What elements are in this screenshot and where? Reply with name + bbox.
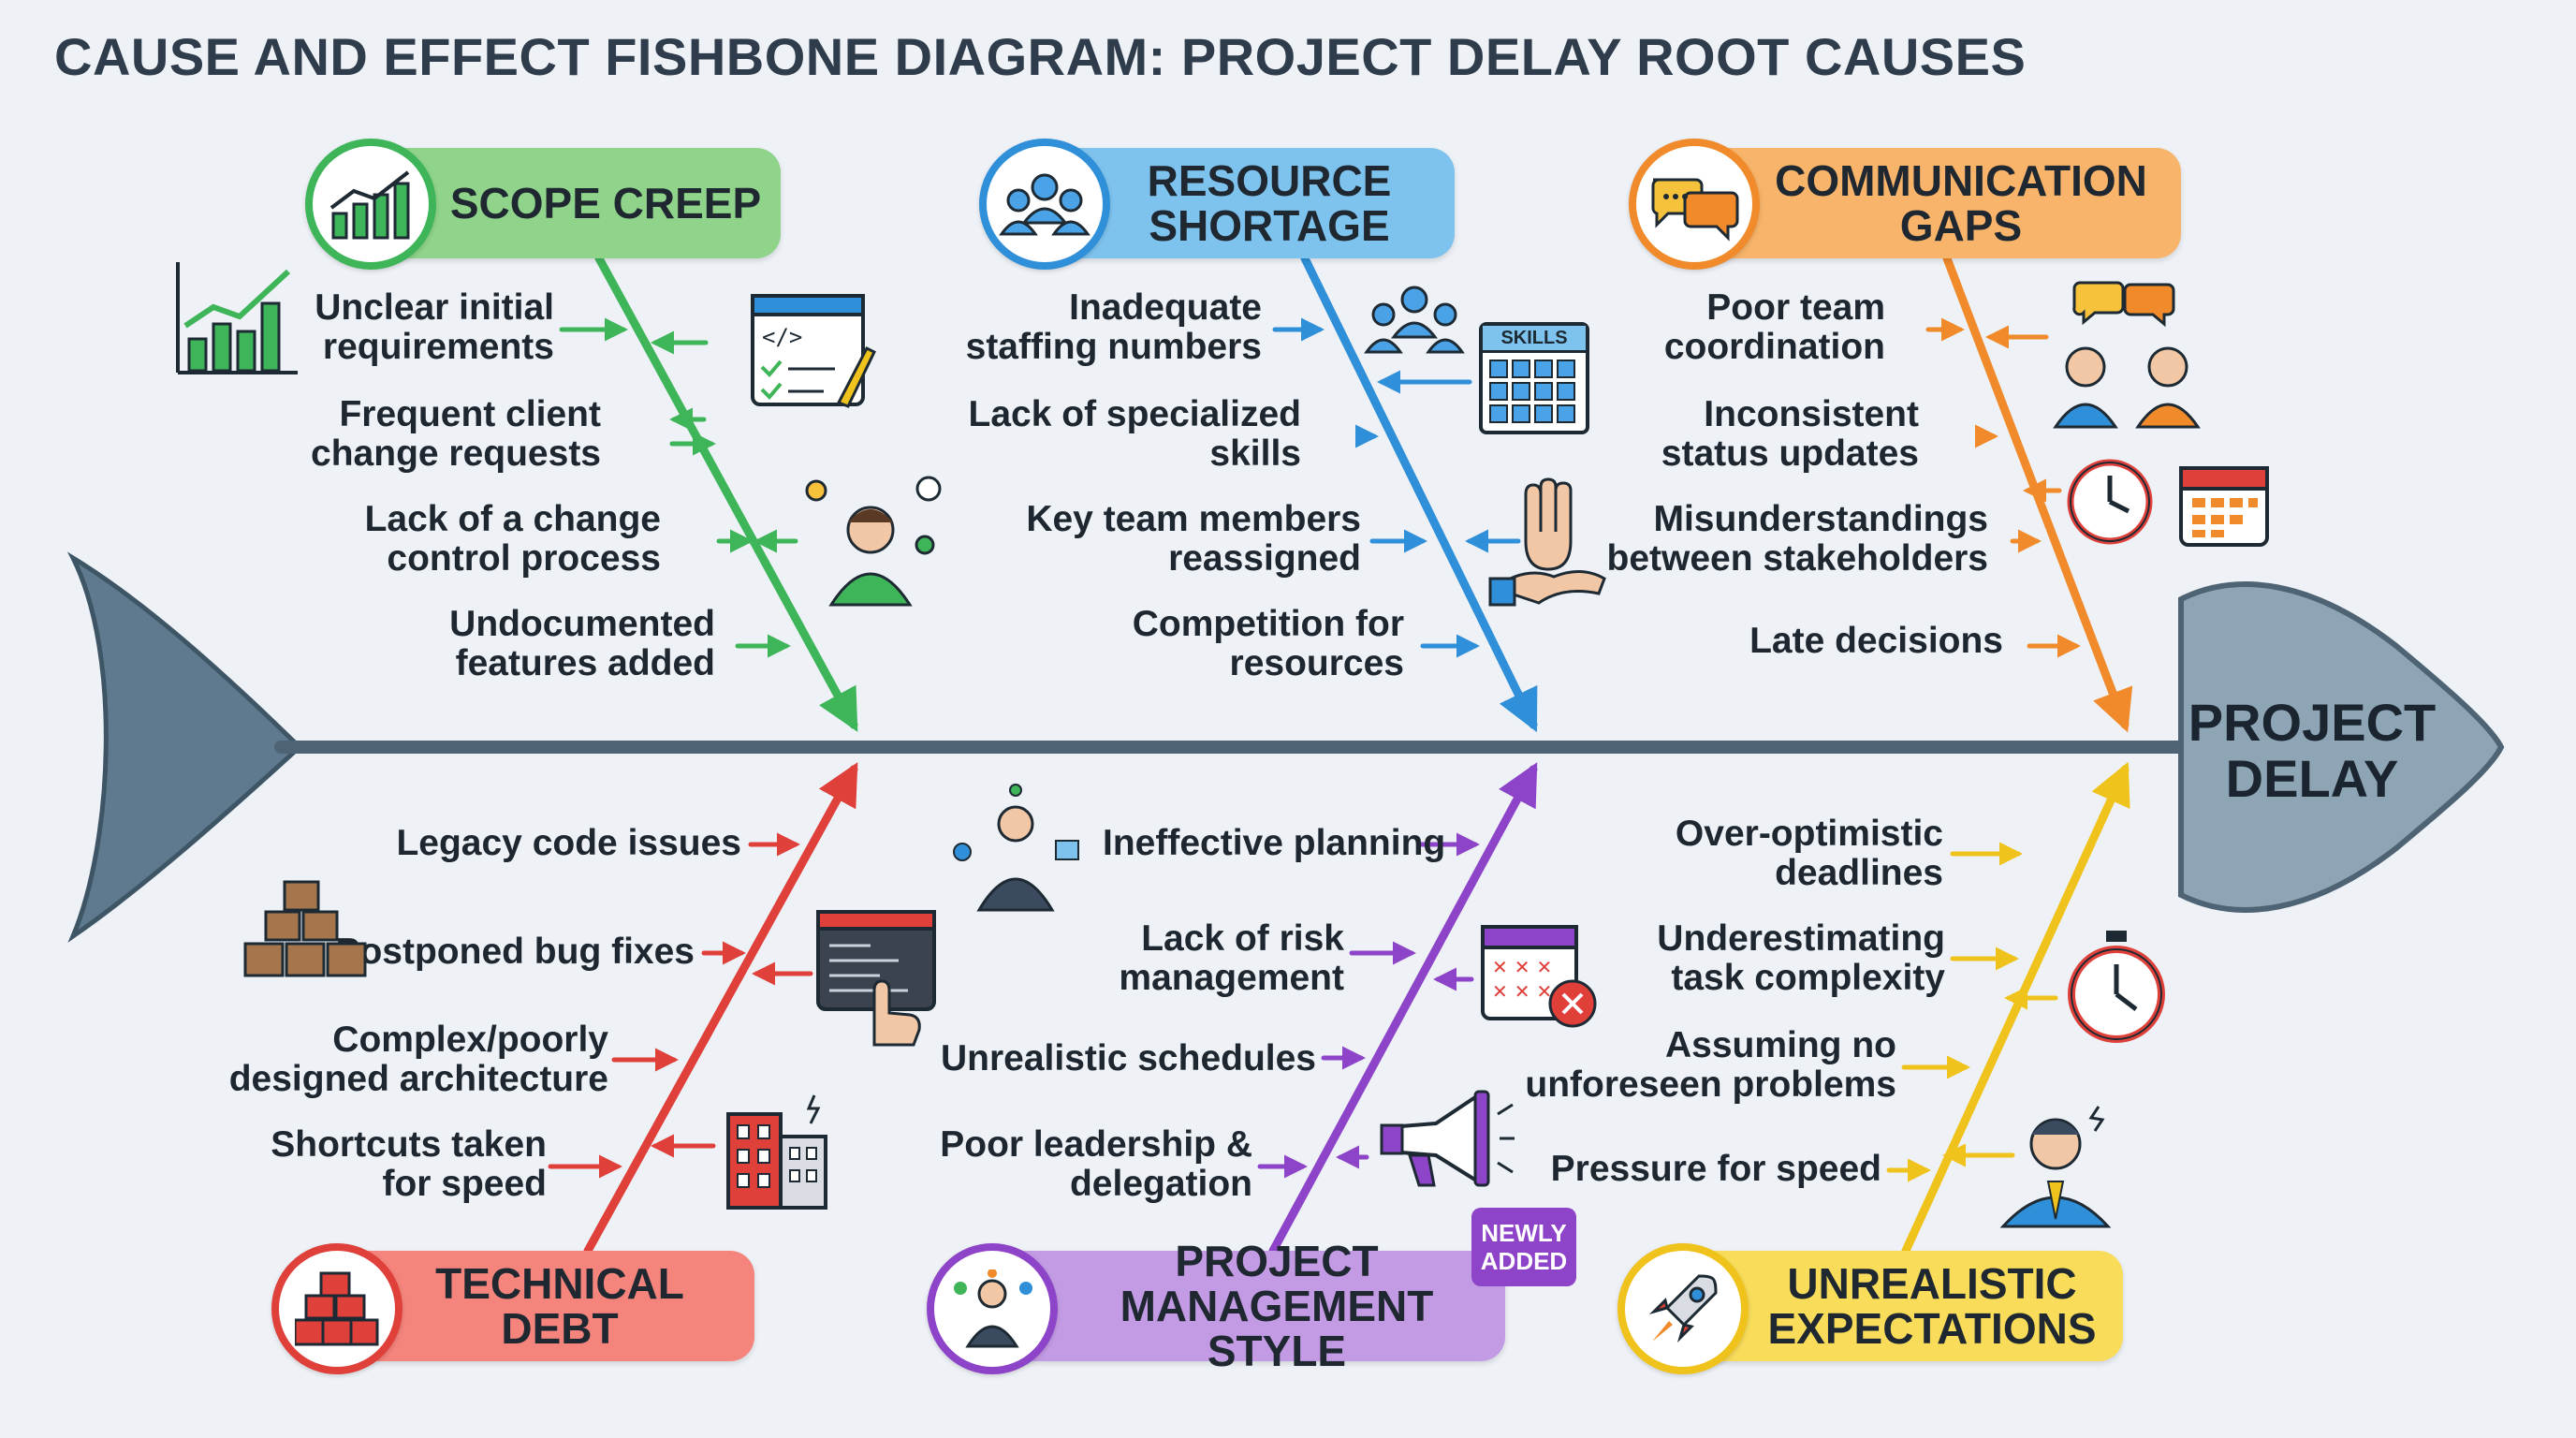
cause-poor-team-coordination: Poor team coordination — [1663, 287, 1885, 367]
category-label: TECHNICAL DEBT — [435, 1259, 684, 1353]
cause-competition-for-resources: Competition for resources — [1132, 604, 1404, 683]
boxes-pile-icon — [243, 880, 367, 977]
svg-text:✕ ✕ ✕: ✕ ✕ ✕ — [1492, 980, 1552, 1003]
people-group-icon — [1364, 286, 1465, 354]
bone-5 — [1268, 762, 1538, 1255]
cause-misunderstandings-stakeholders: Misunderstandings between stakeholders — [1606, 499, 1988, 579]
category-communication-gaps: COMMUNICATION GAPS — [1685, 148, 2181, 258]
category-label: UNREALISTIC EXPECTATIONS — [1767, 1259, 2097, 1353]
cause-legacy-code-issues: Legacy code issues — [396, 823, 741, 863]
code-document-icon: </> — [751, 294, 876, 408]
person-ideas-icon — [805, 476, 942, 607]
building-icon — [726, 1094, 827, 1210]
skills-label: SKILLS — [1483, 326, 1586, 353]
fish-tail — [66, 551, 303, 943]
cause-pressure-for-speed: Pressure for speed — [1550, 1149, 1881, 1189]
growth-chart-icon — [305, 139, 436, 270]
category-unrealistic-expectations: UNREALISTIC EXPECTATIONS — [1685, 1251, 2123, 1361]
cause-ineffective-planning: Ineffective planning — [1103, 823, 1446, 863]
category-label: RESOURCE SHORTAGE — [1147, 156, 1392, 250]
bone-4 — [583, 762, 858, 1255]
cause-over-optimistic-deadlines: Over-optimistic deadlines — [1675, 814, 1943, 893]
bone-2 — [1300, 254, 1538, 733]
category-scope-creep: SCOPE CREEP — [374, 148, 781, 258]
cause-lack-of-specialized-skills: Lack of specialized skills — [968, 394, 1301, 474]
hand-raised-icon — [1488, 477, 1606, 607]
cause-lack-of-risk-management: Lack of risk management — [1119, 918, 1344, 998]
megaphone-icon — [1380, 1090, 1515, 1187]
arguing-people-icon — [2053, 281, 2201, 429]
svg-text:</>: </> — [762, 324, 802, 350]
bone-layer — [548, 254, 2133, 1255]
newly-added-badge: NEWLY ADDED — [1471, 1208, 1576, 1286]
cause-shortcuts-for-speed: Shortcuts taken for speed — [271, 1124, 547, 1204]
bone-6 — [1901, 761, 2130, 1255]
stacked-boxes-icon — [271, 1243, 402, 1374]
category-label: COMMUNICATION GAPS — [1775, 156, 2147, 250]
category-label: SCOPE CREEP — [449, 179, 762, 227]
skills-grid-icon: SKILLS — [1479, 322, 1589, 434]
juggling-manager-icon — [953, 784, 1079, 912]
cause-unclear-initial-requirements: Unclear initial requirements — [315, 287, 554, 367]
cause-assuming-no-problems: Assuming no unforeseen problems — [1525, 1025, 1896, 1105]
category-project-management-style: PROJECT MANAGEMENT STYLE — [992, 1239, 1505, 1373]
manager-icon — [927, 1243, 1058, 1374]
category-label: PROJECT MANAGEMENT STYLE — [1120, 1237, 1434, 1375]
svg-text:✕ ✕ ✕: ✕ ✕ ✕ — [1492, 956, 1552, 978]
cause-poor-leadership-delegation: Poor leadership & delegation — [940, 1124, 1252, 1204]
cause-underestimating-complexity: Underestimating task complexity — [1657, 918, 1945, 998]
cause-frequent-client-change-requests: Frequent client change requests — [311, 394, 601, 474]
calendar-icon — [2179, 466, 2269, 547]
bone-1 — [594, 254, 858, 732]
cause-unrealistic-schedules: Unrealistic schedules — [940, 1038, 1316, 1078]
code-window-icon — [816, 910, 936, 1047]
calendar-cancel-icon: ✕ ✕ ✕✕ ✕ ✕ — [1481, 925, 1597, 1028]
rocket-icon — [1617, 1243, 1749, 1374]
stopwatch-icon — [2068, 931, 2165, 1043]
category-technical-debt: TECHNICAL DEBT — [337, 1251, 754, 1361]
clock-icon — [2067, 459, 2153, 545]
chat-bubbles-icon — [1629, 139, 1760, 270]
fish-head — [2178, 581, 2505, 913]
bar-chart-icon — [176, 262, 298, 374]
cause-inadequate-staffing: Inadequate staffing numbers — [965, 287, 1262, 367]
cause-inconsistent-status-updates: Inconsistent status updates — [1661, 394, 1919, 474]
team-icon — [979, 139, 1110, 270]
cause-postponed-bug-fixes: Postponed bug fixes — [335, 932, 695, 972]
effect-project-delay: PROJECT DELAY — [2188, 693, 2437, 808]
diagram-title: CAUSE AND EFFECT FISHBONE DIAGRAM: PROJE… — [54, 27, 2027, 86]
cause-complex-architecture: Complex/poorly designed architecture — [228, 1020, 608, 1099]
cause-lack-of-change-control: Lack of a change control process — [364, 499, 661, 579]
cause-key-team-members-reassigned: Key team members reassigned — [1026, 499, 1361, 579]
cause-late-decisions: Late decisions — [1749, 621, 2003, 661]
cause-undocumented-features: Undocumented features added — [449, 604, 715, 683]
stressed-person-icon — [1999, 1106, 2112, 1228]
